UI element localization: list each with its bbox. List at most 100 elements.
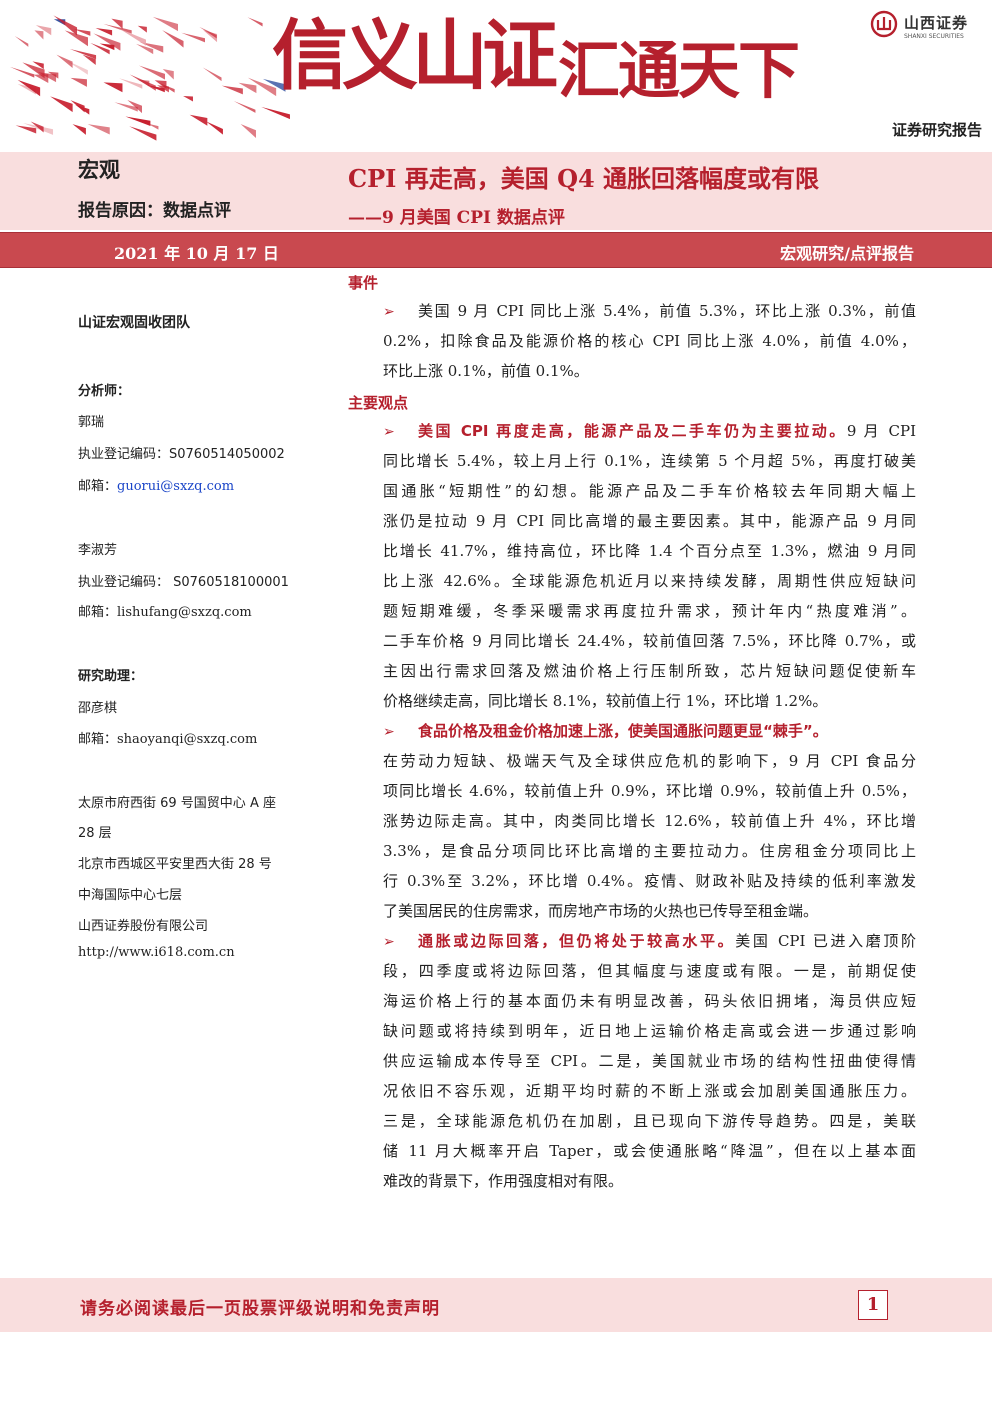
streak-mark: [202, 67, 222, 82]
report-series: 宏观研究/点评报告: [780, 244, 914, 263]
email-label: 邮箱：: [78, 605, 118, 620]
streak-mark: [37, 72, 57, 83]
address2-line2: 中海国际中心七层: [78, 888, 183, 903]
text-line: 在劳动力短缺、极端天气及全球供应危机的影响下，9 月 CPI 食品分: [383, 752, 916, 770]
streak-mark: [125, 116, 151, 126]
analyst2-name: 李淑芳: [78, 543, 118, 558]
text-line: 海运价格上行的基本面仍未有明显改善，码头依旧拥堵，海员供应短: [383, 992, 916, 1010]
streak-mark: [111, 18, 123, 29]
text-line: 国通胀“短期性”的幻想。能源产品及二手车价格较去年同期大幅上: [383, 482, 916, 500]
streak-mark: [17, 84, 36, 95]
title-band: [0, 152, 992, 230]
streak-mark: [157, 85, 169, 93]
date-bar: 2021 年 10 月 17 日 宏观研究/点评报告: [0, 232, 992, 268]
company-logo: 山西证券 SHANXI SECURITIES: [870, 6, 986, 46]
streak-mark: [22, 62, 45, 79]
streak-mark: [90, 42, 110, 55]
streak-mark: [181, 32, 206, 43]
streak-mark: [139, 42, 164, 53]
header-banner: 信义山证汇通天下 山西证券 SHANXI SECURITIES 证券研究报告: [0, 0, 992, 150]
section-heading-views: 主要观点: [348, 394, 409, 412]
text-line: 价格继续走高，同比增长 8.1%，较前值上行 1%，环比增 1.2%。: [383, 692, 828, 710]
analyst2-reg: 执业登记编码： S0760518100001: [78, 575, 289, 590]
paragraph-lead: 美国 CPI 再度走高，能源产品及二手车仍为主要拉动。: [418, 422, 847, 440]
footer-band: [0, 1278, 992, 1332]
assistant-email: 邮箱：shaoyanqi@sxzq.com: [78, 728, 257, 747]
team-name: 山证宏观固收团队: [78, 315, 190, 331]
streak-mark: [233, 100, 256, 113]
lead-tail: 美国 CPI 已进入磨顶阶: [735, 932, 916, 950]
logo-chinese-name: 山西证券: [904, 14, 969, 32]
streak-mark: [147, 85, 165, 93]
page-number: 1: [858, 1290, 888, 1320]
text-line: 美国 CPI 再度走高，能源产品及二手车仍为主要拉动。9 月 CPI: [383, 416, 916, 446]
paragraph-lead: 通胀或边际回落，但仍将处于较高水平。: [418, 932, 736, 950]
company-website-link[interactable]: http://www.i618.com.cn: [78, 945, 235, 960]
page-title: CPI 再走高，美国 Q4 通胀回落幅度或有限: [348, 164, 820, 193]
company-name: 山西证券股份有限公司: [78, 919, 209, 934]
streak-mark: [138, 65, 166, 80]
text-line: 同比增长 5.4%，较上月上行 0.1%，连续第 5 个月超 5%，再度打破美: [383, 452, 916, 470]
bullet-arrow-icon: ➢: [383, 304, 395, 320]
text-line: 了美国居民的住房需求，而房地产市场的火热也已传导至租金端。: [383, 902, 819, 920]
streak-mark: [14, 36, 29, 47]
analyst2-email: 邮箱：lishufang@sxzq.com: [78, 601, 252, 620]
analyst1-email-link[interactable]: guorui@sxzq.com: [117, 479, 235, 494]
text-line: 涨势边际走高。其中，肉类同比增长 12.6%，较前值上升 4%，环比增: [383, 812, 916, 830]
streak-mark: [189, 114, 208, 126]
streak-mark: [247, 77, 277, 97]
text-line: 涨仍是拉动 9 月 CPI 同比高增的最主要因素。其中，能源产品 9 月同: [383, 512, 916, 530]
streak-mark: [32, 61, 44, 70]
streak-mark: [247, 17, 263, 27]
streak-mark: [23, 122, 54, 135]
streak-mark: [50, 96, 73, 113]
bullet-arrow-icon: ➢: [383, 724, 395, 740]
streak-mark: [53, 15, 78, 36]
text-line: 通胀或边际回落，但仍将处于较高水平。美国 CPI 已进入磨顶阶: [383, 926, 916, 956]
streak-mark: [206, 121, 223, 135]
streak-mark: [199, 26, 217, 39]
streak-mark: [30, 121, 44, 133]
address2-line1: 北京市西城区平安里西大街 28 号: [78, 857, 272, 872]
text-line: 况依旧不容乐观，近期平均时薪的不断上涨或会加剧美国通胀压力。: [383, 1082, 916, 1100]
streak-mark: [93, 33, 121, 51]
slogan-part2: 汇通天下: [558, 34, 800, 107]
streak-mark: [114, 102, 138, 112]
text-line: 比增长 41.7%，维持高位，环比降 1.4 个百分点至 1.3%，燃油 9 月…: [383, 542, 916, 560]
streak-mark: [10, 66, 35, 78]
address1-line2: 28 层: [78, 826, 112, 841]
analyst1-name: 郭瑞: [78, 415, 105, 430]
streak-mark: [119, 78, 143, 89]
lead-tail: 9 月 CPI: [846, 422, 917, 440]
text-line: 三是，全球能源危机仍在加剧，且已现向下游传导趋势。四是，美联: [383, 1112, 916, 1130]
event-paragraph: 美国 9 月 CPI 同比上涨 5.4%，前值 5.3%，环比上涨 0.3%，前…: [383, 296, 916, 386]
streak-mark: [73, 29, 91, 36]
analyst-label: 分析师：: [78, 384, 131, 399]
text-line: 食品价格及租金价格加速上涨，使美国通胀问题更显“棘手”。: [383, 716, 916, 746]
streak-mark: [35, 25, 52, 36]
text-line: 二手车价格 9 月同比增长 24.4%，较前值回落 7.5%，环比降 0.7%，…: [383, 632, 916, 650]
streak-mark: [95, 27, 113, 36]
streak-mark: [33, 74, 49, 83]
text-line: 环比上涨 0.1%，前值 0.1%。: [383, 362, 589, 380]
streak-mark: [82, 54, 96, 65]
analyst2-email-text[interactable]: lishufang@sxzq.com: [117, 605, 252, 620]
text-line: 主因出行需求回落及燃油价格上行压制所致，芯片短缺问题促使新车: [383, 662, 916, 680]
streak-mark: [69, 49, 97, 60]
report-type-label: 证券研究报告: [891, 121, 982, 139]
streak-mark: [152, 16, 179, 32]
streak-mark: [70, 77, 87, 87]
streak-mark: [240, 124, 256, 139]
text-line: 段，四季度或将边际回落，但其幅度与速度或有限。一是，前期促使: [383, 962, 916, 980]
streak-mark: [221, 85, 243, 95]
text-line: 项同比增长 4.6%，较前值上升 0.9%，环比增 0.9%，较前值上升 0.5…: [383, 782, 916, 800]
streak-mark: [103, 82, 123, 93]
text-line: 题短期难缓，冬季采暖需求再度拉升需求，预计年内“热度难消”。: [383, 602, 916, 620]
view-paragraph-2: 食品价格及租金价格加速上涨，使美国通胀问题更显“棘手”。 在劳动力短缺、极端天气…: [383, 716, 916, 926]
streak-mark: [154, 80, 167, 89]
assistant-name: 邵彦棋: [78, 701, 118, 716]
report-reason: 报告原因：数据点评: [78, 201, 231, 221]
assistant-email-text[interactable]: shaoyanqi@sxzq.com: [117, 732, 258, 747]
streak-mark: [15, 125, 37, 134]
streak-mark: [127, 99, 142, 114]
